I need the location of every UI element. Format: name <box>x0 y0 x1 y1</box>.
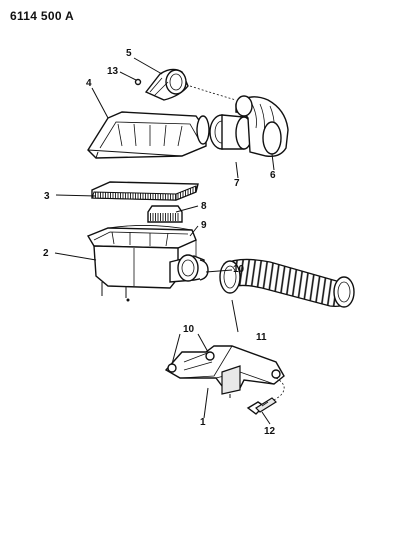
part-9-gasket <box>107 225 193 231</box>
diagram-id-label: 6114 500 A <box>10 9 74 23</box>
callout-11: 11 <box>256 332 267 343</box>
callout-13: 13 <box>107 66 119 77</box>
callout-9: 9 <box>201 220 207 231</box>
callout-10-upper: 10 <box>233 264 245 275</box>
part-3-filter-element <box>91 181 199 201</box>
callout-8: 8 <box>201 201 207 212</box>
callout-12: 12 <box>264 426 276 437</box>
callout-7: 7 <box>234 178 240 189</box>
part-11-hose <box>219 258 355 308</box>
callout-5: 5 <box>126 48 132 59</box>
part-4-cleaner-cover <box>87 111 210 159</box>
callout-6: 6 <box>270 170 276 181</box>
part-7-coupling <box>209 114 253 150</box>
callout-3: 3 <box>44 191 50 202</box>
part-13-clip <box>134 78 142 86</box>
callout-10-lower: 10 <box>183 324 195 335</box>
callout-1: 1 <box>200 417 206 428</box>
part-5-resonator <box>144 68 189 101</box>
callout-4: 4 <box>86 78 92 89</box>
part-8-small-filter <box>147 205 183 223</box>
part-1-bracket <box>164 345 285 398</box>
part-12-bolt <box>246 397 277 415</box>
callout-2: 2 <box>43 248 49 259</box>
leader-5-6-dashed <box>189 85 237 101</box>
leader-lines <box>54 57 275 425</box>
part-2-cleaner-housing <box>86 227 205 302</box>
part-10-clamp <box>199 259 209 281</box>
